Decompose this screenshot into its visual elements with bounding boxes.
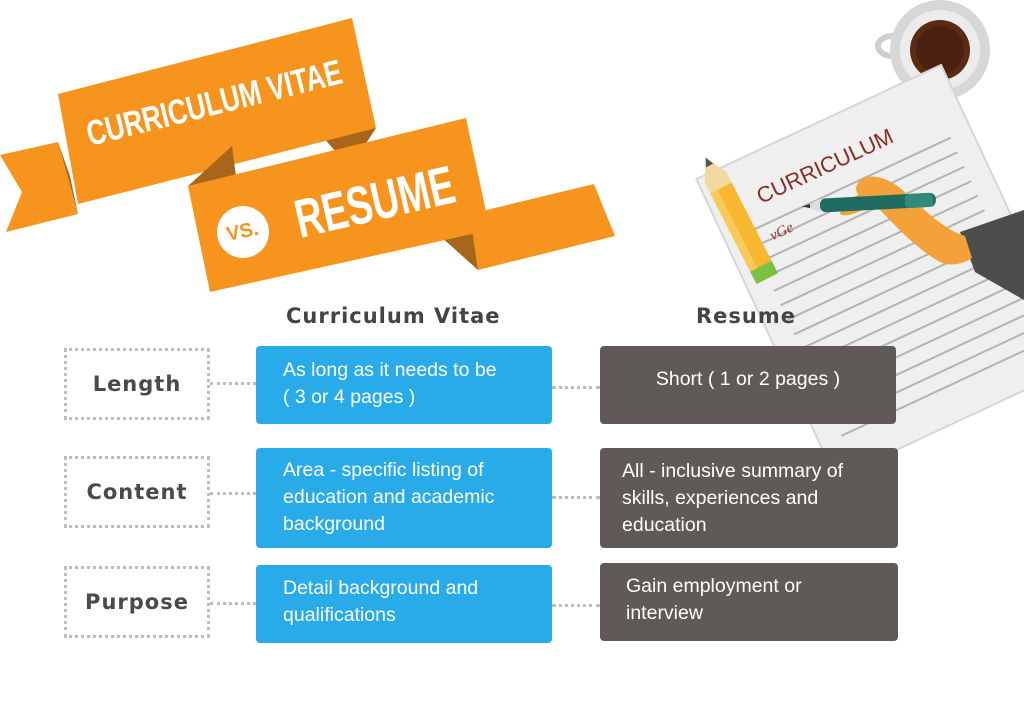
ribbon-tail-left xyxy=(0,142,78,232)
resume-content-line-3: education xyxy=(622,514,707,536)
connector-purpose-resume xyxy=(552,604,600,607)
connector-content-resume xyxy=(552,496,600,499)
resume-purpose-line-1: Gain employment or xyxy=(626,575,802,597)
ribbon-curriculum-vitae: CURRICULUM VITAE xyxy=(0,18,376,232)
pencil-icon xyxy=(704,157,778,285)
row-label-content: Content xyxy=(64,456,210,528)
resume-purpose-line-2: interview xyxy=(626,602,703,624)
cv-content-line-1: Area - specific listing of xyxy=(283,459,484,481)
resume-length-line-1: Short ( 1 or 2 pages ) xyxy=(655,368,841,390)
cv-length-line-2: ( 3 or 4 pages ) xyxy=(283,386,416,408)
connector-content-cv xyxy=(210,492,256,495)
cv-length-box: As long as it needs to be ( 3 or 4 pages… xyxy=(256,346,552,424)
connector-purpose-cv xyxy=(210,602,256,605)
resume-content-line-2: skills, experiences and xyxy=(622,487,819,509)
row-label-length: Length xyxy=(64,348,210,420)
ribbon-fold-left xyxy=(58,142,78,214)
ribbon-main xyxy=(58,18,376,204)
connector-length-cv xyxy=(210,382,256,385)
column-heading-cv: Curriculum Vitae xyxy=(286,304,501,328)
ribbon-fold-top xyxy=(188,146,236,186)
cv-purpose-line-2: qualifications xyxy=(283,604,396,626)
column-heading-resume: Resume xyxy=(696,304,796,328)
cv-purpose-box: Detail background and qualifications xyxy=(256,565,552,643)
cv-content-line-3: background xyxy=(283,513,385,535)
ribbon-main-2 xyxy=(188,118,490,292)
vs-badge xyxy=(217,206,269,258)
resume-length-box: Short ( 1 or 2 pages ) xyxy=(600,346,896,424)
resume-purpose-box: Gain employment or interview xyxy=(600,563,898,641)
cv-content-box: Area - specific listing of education and… xyxy=(256,448,552,548)
connector-length-resume xyxy=(552,386,600,389)
resume-content-line-1: All - inclusive summary of xyxy=(622,460,844,482)
resume-content-box: All - inclusive summary of skills, exper… xyxy=(600,448,898,548)
cv-length-line-1: As long as it needs to be xyxy=(283,359,497,381)
cv-content-line-2: education and academic xyxy=(283,486,495,508)
marker-pen-icon xyxy=(801,192,936,213)
coffee-cup-icon xyxy=(875,0,990,100)
row-label-purpose: Purpose xyxy=(64,566,210,638)
cv-purpose-line-1: Detail background and xyxy=(283,577,479,599)
ribbon-tail-right xyxy=(470,184,615,270)
sleeve xyxy=(960,210,1024,300)
ribbon-resume: VS. RESUME xyxy=(188,118,615,292)
